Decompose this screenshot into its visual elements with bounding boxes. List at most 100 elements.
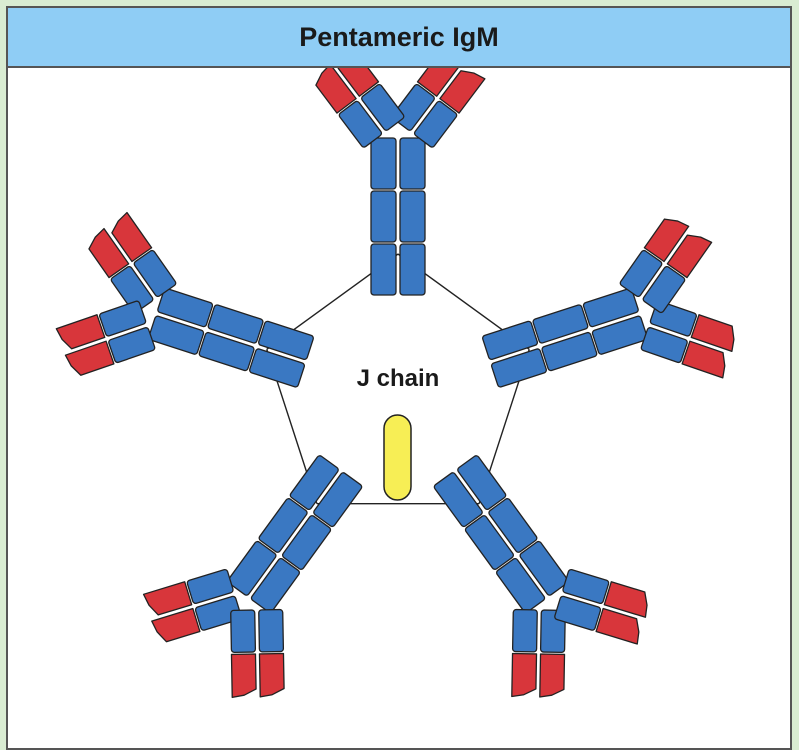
heavy-chain-constant-domain bbox=[282, 515, 332, 570]
fab-arm-left bbox=[88, 211, 177, 314]
heavy-chain-constant-domain bbox=[258, 498, 308, 553]
fab-arm-right bbox=[554, 568, 648, 645]
light-chain-domain bbox=[666, 234, 713, 279]
light-chain bbox=[416, 68, 464, 97]
heavy-chain-constant-domain bbox=[488, 498, 538, 553]
fab-arm-right bbox=[315, 68, 405, 148]
heavy-chain-constant-domain bbox=[370, 190, 397, 243]
heavy-chain-domain bbox=[562, 568, 610, 605]
heavy-chain-constant-domain bbox=[227, 540, 277, 596]
light-chain bbox=[666, 234, 713, 279]
heavy-chain-domain bbox=[511, 608, 538, 653]
fab-arm-left bbox=[511, 608, 566, 698]
light-chain-domain bbox=[142, 581, 193, 616]
page-title: Pentameric IgM bbox=[299, 21, 499, 52]
heavy-chain-domain bbox=[258, 608, 285, 653]
light-chain bbox=[64, 340, 115, 376]
heavy-chain-domain bbox=[642, 265, 686, 314]
heavy-chain-constant-domain bbox=[541, 331, 598, 372]
light-chain bbox=[230, 653, 257, 699]
light-chain-domain bbox=[315, 68, 357, 114]
heavy-chain-constant-domain bbox=[249, 348, 305, 388]
light-chain-domain bbox=[258, 652, 285, 698]
light-chain-domain bbox=[416, 68, 464, 97]
heavy-chain-domain bbox=[338, 100, 383, 148]
heavy-chain-constant-domain bbox=[257, 320, 314, 360]
monomer-right bbox=[482, 218, 735, 388]
heavy-chain-constant-domain bbox=[482, 320, 539, 360]
heavy-chain-constant-domain bbox=[399, 190, 426, 243]
light-chain bbox=[511, 652, 538, 698]
monomer-bottom-left bbox=[142, 455, 363, 699]
fab-arm-left bbox=[391, 68, 486, 148]
fab-arm-right bbox=[230, 608, 285, 699]
diagram-panel: Pentameric IgM bbox=[6, 6, 792, 750]
j-chain-label: J chain bbox=[357, 365, 440, 392]
light-chain-domain bbox=[643, 218, 690, 263]
heavy-chain-constant-domain bbox=[289, 455, 339, 511]
heavy-chain-domain bbox=[554, 595, 602, 631]
heavy-chain-domain bbox=[619, 249, 663, 298]
heavy-chain-constant-domain bbox=[399, 243, 426, 296]
light-chain bbox=[539, 653, 566, 698]
light-chain bbox=[151, 607, 201, 643]
light-chain-domain bbox=[603, 581, 648, 618]
light-chain bbox=[88, 227, 130, 279]
heavy-chain-constant-domain bbox=[198, 331, 255, 372]
light-chain-domain bbox=[690, 314, 735, 353]
heavy-chain-constant-domain bbox=[491, 348, 547, 388]
heavy-chain-constant-domain bbox=[207, 304, 264, 344]
light-chain-domain bbox=[337, 68, 380, 97]
heavy-chain-constant-domain bbox=[433, 472, 483, 528]
light-chain bbox=[439, 70, 486, 114]
heavy-chain-constant-domain bbox=[250, 557, 300, 613]
heavy-chain-constant-domain bbox=[148, 315, 205, 355]
light-chain bbox=[690, 314, 735, 353]
heavy-chain-domain bbox=[640, 327, 688, 364]
heavy-chain-domain bbox=[186, 568, 234, 605]
j-chain-shape bbox=[383, 414, 412, 501]
heavy-chain-constant-domain bbox=[532, 304, 589, 344]
heavy-chain-constant-domain bbox=[399, 137, 426, 190]
heavy-chain-constant-domain bbox=[370, 137, 397, 190]
light-chain bbox=[595, 607, 640, 645]
heavy-chain-domain bbox=[110, 265, 154, 314]
light-chain-domain bbox=[681, 340, 726, 379]
fab-arm-left bbox=[142, 568, 242, 643]
heavy-chain-constant-domain bbox=[591, 315, 648, 355]
heavy-chain-constant-domain bbox=[519, 540, 569, 596]
light-chain bbox=[337, 68, 380, 97]
light-chain-domain bbox=[151, 607, 201, 643]
j-chain: J chain bbox=[357, 365, 440, 501]
monomer-bottom-right bbox=[433, 455, 648, 698]
heavy-chain-domain bbox=[99, 300, 147, 337]
light-chain-domain bbox=[88, 227, 130, 279]
light-chain-domain bbox=[64, 340, 115, 376]
title-bar: Pentameric IgM bbox=[8, 8, 790, 68]
heavy-chain-domain bbox=[361, 83, 405, 131]
heavy-chain-domain bbox=[230, 609, 257, 654]
heavy-chain-constant-domain bbox=[313, 472, 363, 528]
light-chain bbox=[643, 218, 690, 263]
heavy-chain-constant-domain bbox=[457, 455, 507, 511]
light-chain-domain bbox=[539, 653, 566, 698]
light-chain bbox=[681, 340, 726, 379]
light-chain bbox=[603, 581, 648, 618]
fab-arm-right bbox=[619, 218, 713, 314]
monomer-top bbox=[315, 68, 486, 296]
light-chain bbox=[315, 68, 357, 114]
light-chain bbox=[111, 211, 153, 263]
fab-arm-right bbox=[55, 300, 156, 376]
heavy-chain-constant-domain bbox=[157, 287, 214, 328]
light-chain-domain bbox=[55, 314, 106, 350]
fab-arm-left bbox=[640, 300, 735, 379]
igm-monomers bbox=[55, 68, 735, 699]
monomer-left bbox=[55, 211, 314, 388]
heavy-chain-constant-domain bbox=[582, 287, 639, 328]
light-chain-domain bbox=[111, 211, 153, 263]
light-chain bbox=[142, 581, 193, 616]
heavy-chain-constant-domain bbox=[370, 243, 397, 296]
light-chain bbox=[258, 652, 285, 698]
heavy-chain-constant-domain bbox=[496, 557, 546, 613]
heavy-chain-domain bbox=[133, 249, 177, 298]
